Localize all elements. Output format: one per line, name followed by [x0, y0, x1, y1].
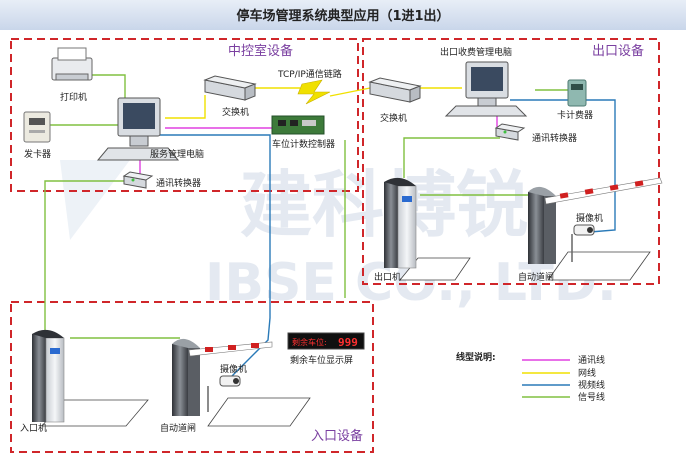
- display-text: 剩余车位:: [292, 337, 327, 347]
- converter-left-label: 通讯转换器: [156, 177, 201, 189]
- converter-right-label: 通讯转换器: [532, 132, 577, 144]
- remaining-display: 剩余车位: 999: [287, 332, 365, 350]
- printer-label: 打印机: [60, 91, 87, 103]
- net-line-server-switch: [165, 95, 206, 119]
- exit-barrier-label: 自动道闸: [518, 271, 554, 283]
- legend-label-video: 视频线: [578, 379, 605, 391]
- entry-ground-pad-right: [207, 397, 311, 427]
- diagram-title: 停车场管理系统典型应用（1进1出）: [236, 8, 449, 24]
- entry-camera-label: 摄像机: [220, 363, 247, 375]
- exit-ground-pad-right: [547, 251, 651, 281]
- counter-controller-label: 车位计数控制器: [272, 138, 335, 150]
- switch-left-label: 交换机: [222, 106, 249, 118]
- legend-label-signal: 信号线: [578, 391, 605, 403]
- card-meter-icon: [567, 79, 587, 107]
- legend-label-comm: 通讯线: [578, 354, 605, 366]
- exit-camera-icon: [571, 224, 595, 262]
- exit-barrier-icon: [528, 177, 663, 264]
- video-line-exit-camera: [510, 99, 616, 233]
- exit-machine-label: 出口机: [374, 271, 401, 283]
- exit-camera-label: 摄像机: [576, 212, 603, 224]
- net-line-link-switch: [329, 87, 371, 97]
- exit-ground-pad-left: [399, 257, 471, 281]
- signal-line-exit-machine: [403, 137, 500, 178]
- counter-controller-icon: [271, 115, 325, 135]
- entrance-zone: [10, 301, 374, 453]
- entry-barrier-icon: [172, 338, 273, 416]
- card-meter-label: 卡计费器: [557, 109, 593, 121]
- entry-camera-icon: [207, 375, 241, 412]
- card-issuer-label: 发卡器: [24, 148, 51, 160]
- entry-machine-label: 入口机: [20, 422, 47, 434]
- display-value: 999: [338, 336, 358, 349]
- zone-label-exit: 出口设备: [592, 43, 644, 59]
- title-bar: [0, 0, 686, 30]
- switch-icon-right: [368, 77, 422, 103]
- legend: 线型说明: 通讯线 网线 视频线 信号线: [456, 351, 605, 403]
- server-pc-label: 服务管理电脑: [150, 148, 204, 160]
- entry-barrier-label: 自动道闸: [160, 422, 196, 434]
- connection-lines: [44, 74, 616, 381]
- lightning-icon: [297, 79, 331, 105]
- legend-title: 线型说明:: [456, 351, 496, 363]
- tcp-link-label: TCP/IP通信链路: [277, 68, 342, 80]
- card-issuer-icon: [23, 111, 51, 143]
- entry-machine-icon: [32, 329, 65, 423]
- comm-converter-icon-left: [122, 171, 154, 189]
- legend-label-net: 网线: [578, 367, 596, 379]
- video-line-entry-camera: [160, 134, 271, 381]
- signal-line-entry-machine: [44, 180, 128, 330]
- control-room-zone: [10, 38, 359, 192]
- comm-converter-icon-right: [494, 123, 526, 141]
- zone-label-entrance: 入口设备: [311, 428, 363, 444]
- exit-zone: [362, 38, 660, 285]
- display-caption: 剩余车位显示屏: [290, 354, 353, 366]
- switch-right-label: 交换机: [380, 112, 407, 124]
- exit-pc-label: 出口收费管理电脑: [440, 46, 512, 58]
- exit-computer-icon: [444, 61, 528, 117]
- switch-icon-left: [203, 75, 257, 101]
- exit-machine-icon: [384, 177, 417, 269]
- zone-label-control: 中控室设备: [228, 43, 293, 59]
- server-computer-icon: [96, 97, 180, 161]
- printer-icon: [51, 47, 93, 81]
